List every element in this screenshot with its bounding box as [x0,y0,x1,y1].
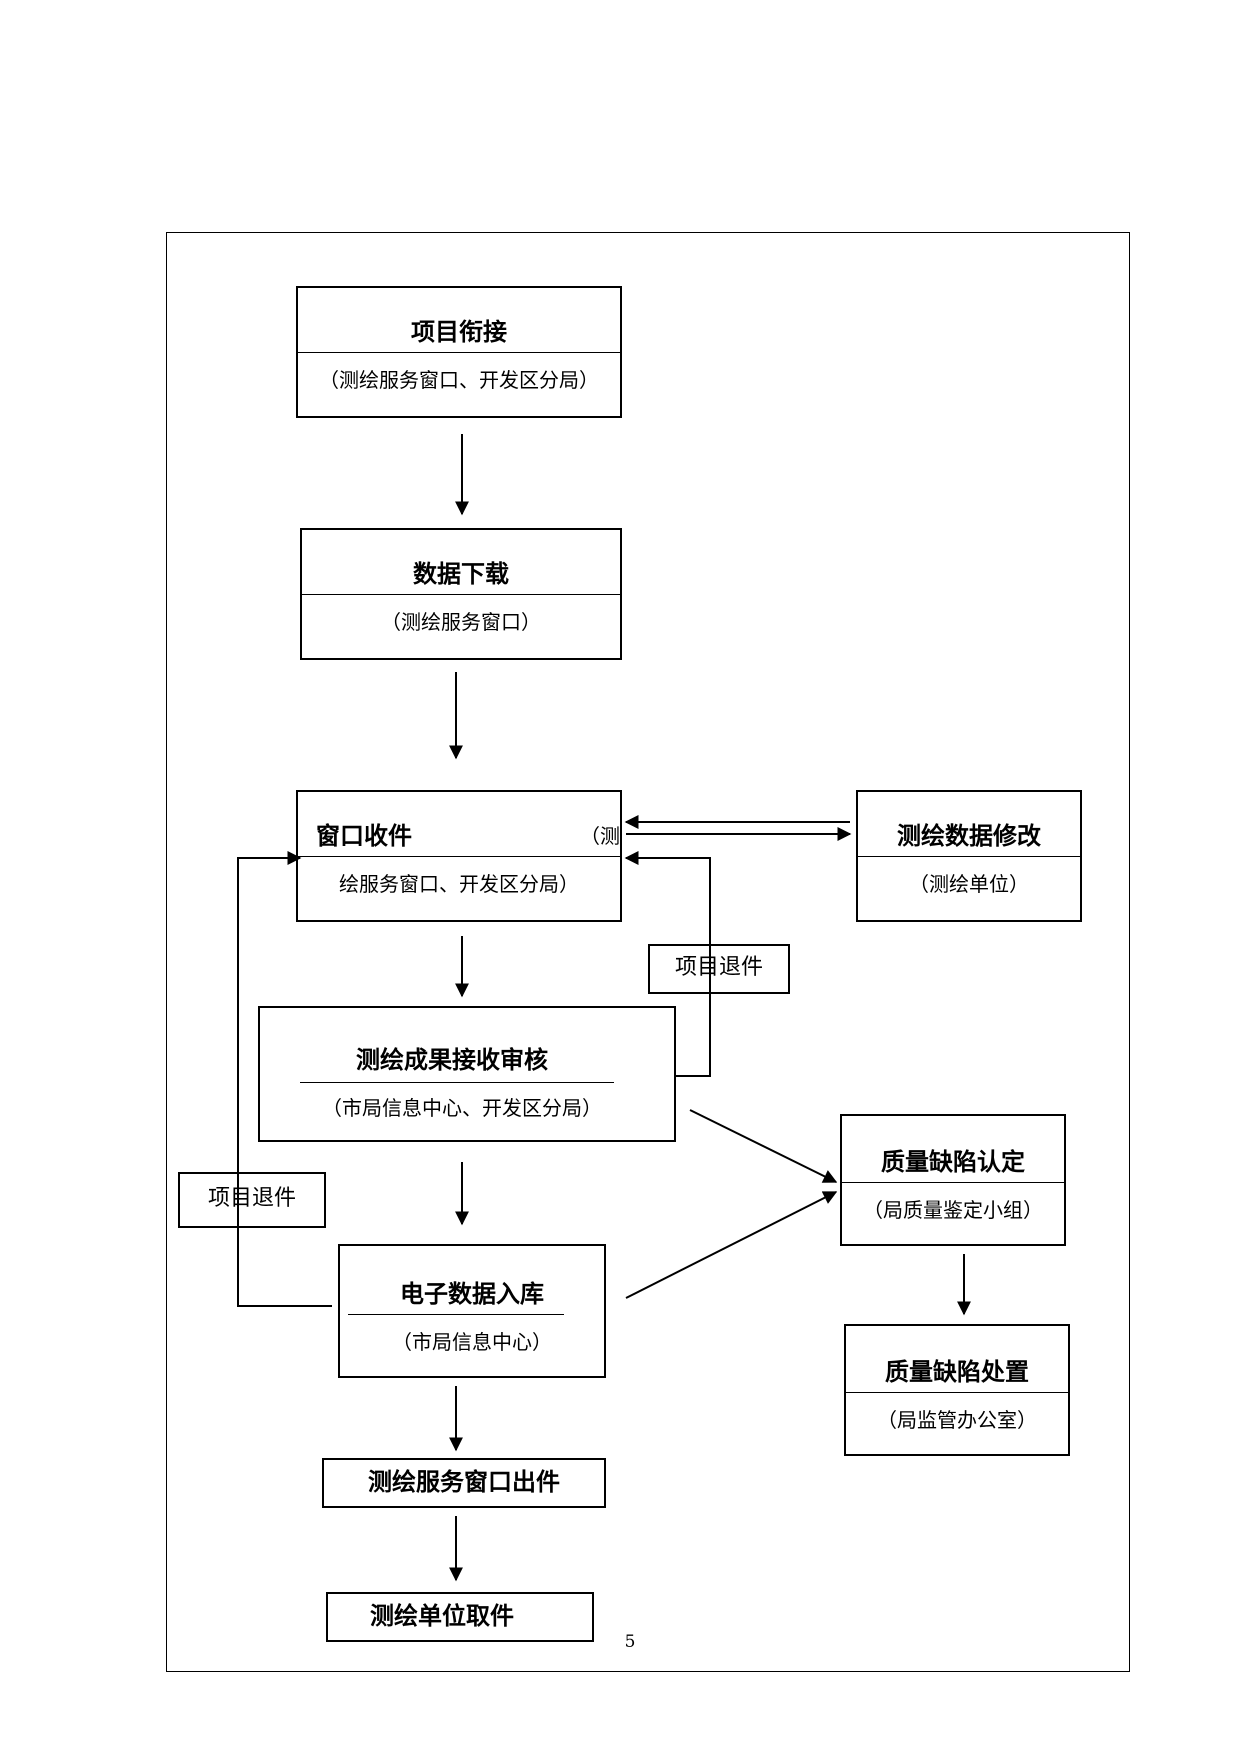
node-subtitle-prefix: （测 [580,824,620,848]
node-title: 窗口收件 [316,822,412,850]
node-title: 项目衔接 [411,318,507,346]
node-subtitle: 绘服务窗口、开发区分局） [339,872,579,896]
node-subtitle: （局质量鉴定小组） [863,1198,1043,1222]
page-number: 5 [624,1632,636,1652]
node-project-link: 项目衔接 （测绘服务窗口、开发区分局） [296,286,622,418]
node-window-receive: 窗口收件 （测 绘服务窗口、开发区分局） [296,790,622,922]
node-divider [298,352,620,353]
node-subtitle: （局监管办公室） [877,1408,1037,1432]
loop-storage-return [237,851,332,1307]
node-subtitle: （市局信息中心、开发区分局） [322,1096,602,1120]
node-subtitle: （市局信息中心） [392,1330,552,1354]
node-divider [348,1314,564,1315]
node-title: 测绘成果接收审核 [356,1046,548,1074]
node-data-modify: 测绘数据修改 （测绘单位） [856,790,1082,922]
node-title: 数据下载 [413,560,509,588]
node-data-download: 数据下载 （测绘服务窗口） [300,528,622,660]
node-divider [858,856,1080,857]
node-divider [302,594,620,595]
label-return-right: 项目退件 [648,944,790,994]
node-divider [300,1082,614,1083]
node-result-review: 测绘成果接收审核 （市局信息中心、开发区分局） [258,1006,676,1142]
node-subtitle: （测绘服务窗口、开发区分局） [319,368,599,392]
node-window-issue: 测绘服务窗口出件 [322,1458,606,1508]
node-data-storage: 电子数据入库 （市局信息中心） [338,1244,606,1378]
node-subtitle: （测绘单位） [909,872,1029,896]
node-divider [846,1392,1068,1393]
node-title: 质量缺陷认定 [881,1148,1025,1176]
label-return-left: 项目退件 [178,1172,326,1228]
arrow-review-to-confirm [689,1109,838,1183]
node-subtitle: （测绘服务窗口） [381,610,541,634]
page-frame [166,232,1130,1672]
node-defect-handle: 质量缺陷处置 （局监管办公室） [844,1324,1070,1456]
node-title: 质量缺陷处置 [885,1358,1029,1386]
loop-review-return [624,851,711,1077]
node-divider [842,1182,1064,1183]
arrow-storage-to-confirm [625,1191,838,1299]
node-title: 电子数据入库 [400,1280,544,1308]
node-divider [298,856,620,857]
node-defect-confirm: 质量缺陷认定 （局质量鉴定小组） [840,1114,1066,1246]
node-title: 测绘数据修改 [897,822,1041,850]
node-unit-pickup: 测绘单位取件 [326,1592,594,1642]
